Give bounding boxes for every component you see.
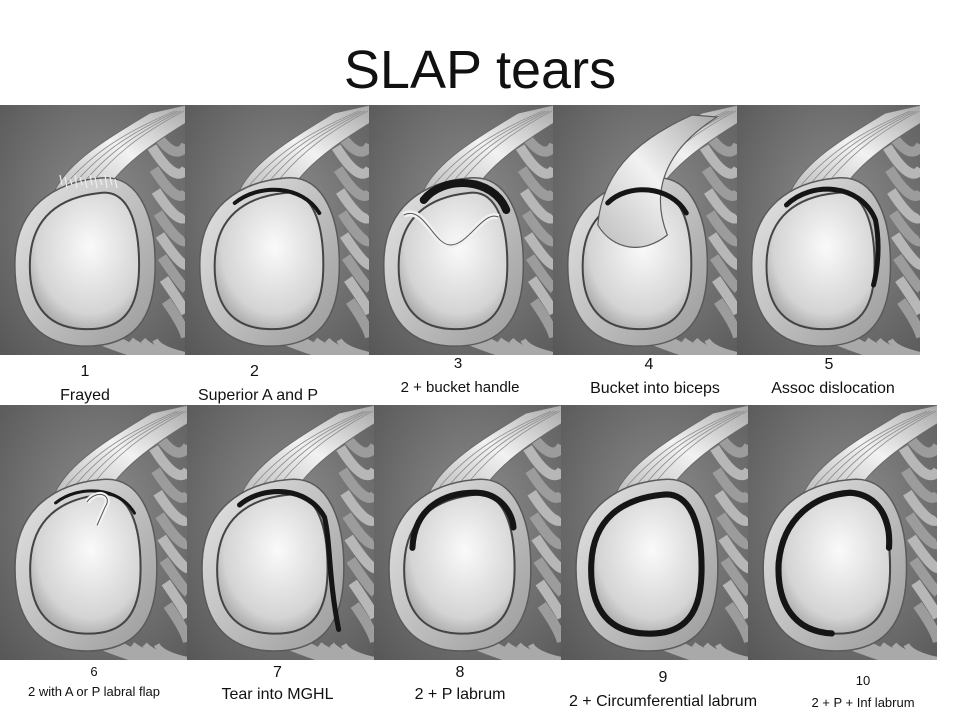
slap-illustration-type-8 (374, 405, 561, 660)
caption-type-1: 1 Frayed (25, 360, 145, 408)
slap-illustration-type-3 (369, 105, 553, 355)
slap-illustration-type-5 (737, 105, 920, 355)
slap-illustration-type-4 (553, 105, 737, 355)
slap-illustration-type-10 (748, 405, 937, 660)
slap-illustration-type-2 (185, 105, 369, 355)
caption-label: 2 + P + Inf labrum (811, 695, 915, 710)
caption-type-3: 3 2 + bucket handle (370, 352, 550, 400)
glenoid-drawing (561, 405, 748, 660)
glenoid-drawing (374, 405, 561, 660)
caption-label: 2 + Circumferential labrum (568, 693, 758, 710)
caption-label: Bucket into biceps (590, 380, 720, 397)
glenoid-drawing (748, 405, 937, 660)
glenoid-drawing (369, 105, 553, 355)
slap-illustration-type-6 (0, 405, 187, 660)
caption-type-9: 9 2 + Circumferential labrum (545, 666, 781, 714)
slide-title: SLAP tears (343, 40, 617, 100)
caption-type-6: 6 2 with A or P labral flap (2, 662, 186, 702)
glenoid-drawing (737, 105, 920, 355)
glenoid-drawing (185, 105, 369, 355)
caption-number: 6 (90, 664, 98, 679)
caption-number: 4 (644, 356, 654, 373)
glenoid-drawing (187, 405, 374, 660)
caption-type-2: 2 Superior A and P (178, 360, 338, 408)
caption-label: Assoc dislocation (771, 380, 895, 397)
glenoid-drawing (0, 405, 187, 660)
caption-number: 3 (453, 355, 463, 372)
slap-illustration-type-7 (187, 405, 374, 660)
caption-label: Tear into MGHL (221, 686, 334, 703)
caption-number: 10 (855, 673, 871, 688)
slap-illustration-type-9 (561, 405, 748, 660)
caption-number: 5 (824, 356, 834, 373)
caption-number: 7 (273, 664, 282, 681)
caption-label: 2 with A or P labral flap (27, 684, 160, 699)
caption-label: 2 + bucket handle (400, 379, 520, 396)
caption-label: Frayed (60, 387, 110, 404)
slap-illustration-type-1 (0, 105, 185, 355)
caption-number: 8 (455, 664, 465, 681)
caption-number: 2 (250, 363, 259, 380)
caption-type-4: 4 Bucket into biceps (565, 353, 745, 401)
caption-type-8: 8 2 + P labrum (395, 662, 525, 706)
caption-number: 1 (80, 363, 90, 380)
glenoid-drawing (553, 105, 737, 355)
caption-label: 2 + P labrum (414, 686, 506, 703)
caption-type-10: 10 2 + P + Inf labrum (792, 670, 934, 714)
glenoid-drawing (0, 105, 185, 355)
caption-number: 9 (658, 669, 668, 686)
caption-type-7: 7 Tear into MGHL (200, 662, 355, 706)
caption-label: Superior A and P (197, 387, 319, 404)
caption-type-5: 5 Assoc dislocation (752, 353, 914, 401)
